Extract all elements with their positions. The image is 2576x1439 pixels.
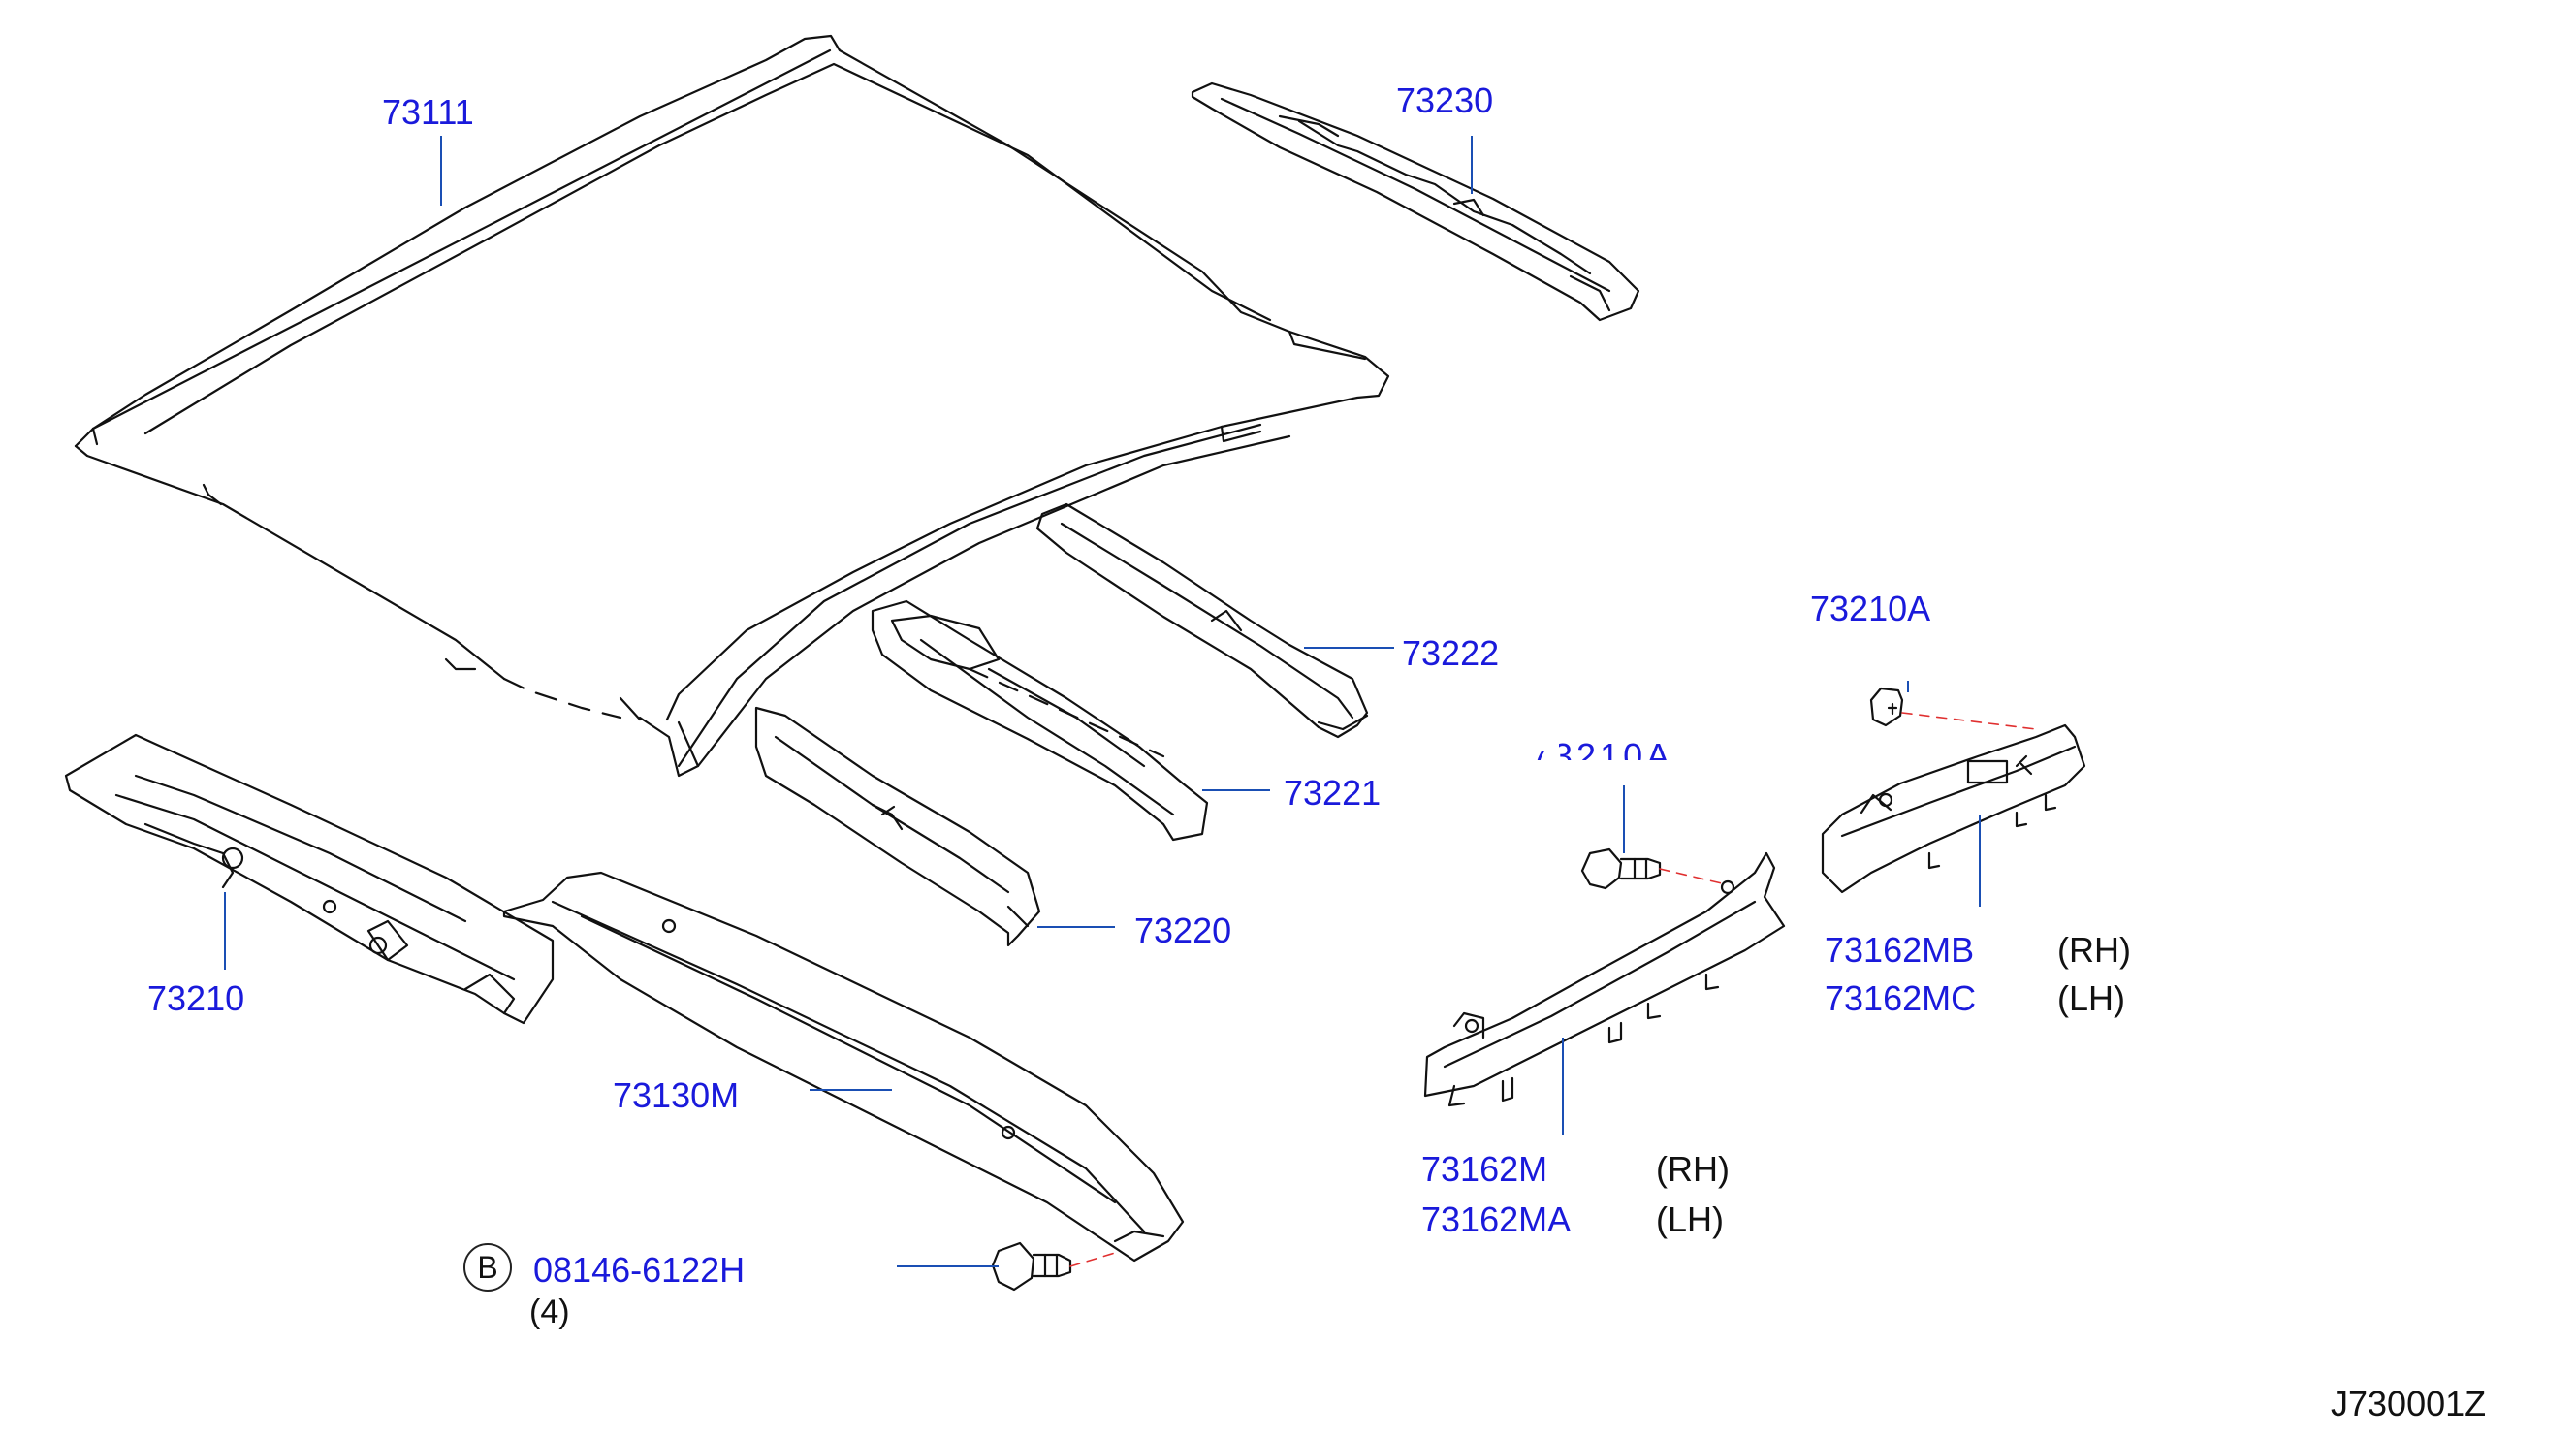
rail-73220-drawing <box>754 706 1041 947</box>
part-label-73230[interactable]: 73230 <box>1396 80 1494 120</box>
leader-lines <box>224 136 1981 1267</box>
label-occlusion-mask <box>1530 735 1559 751</box>
alignment-hint-lines <box>1069 712 2037 1267</box>
rail-73230-drawing <box>1191 81 1640 322</box>
rail-73130m-drawing <box>502 871 1185 1263</box>
clip-73210a-top-drawing <box>1869 687 1904 727</box>
part-label-73221[interactable]: 73221 <box>1284 773 1382 813</box>
part-label-73210[interactable]: 73210 <box>147 978 245 1018</box>
bolt-quantity: (4) <box>529 1294 570 1330</box>
part-label-73162mc[interactable]: 73162MC <box>1825 978 1977 1018</box>
side-label-lh-upper: (LH) <box>2057 978 2125 1018</box>
part-label-73210a-top[interactable]: 73210A <box>1810 589 1931 628</box>
rail-73221-drawing <box>871 599 1209 842</box>
rail-73210-drawing <box>64 733 555 1025</box>
label-occlusion-mask-2 <box>1530 760 1704 774</box>
diagram-code: J730001Z <box>2331 1384 2487 1423</box>
rail-73222-drawing <box>1035 502 1369 739</box>
side-label-rh-upper: (RH) <box>2057 930 2131 970</box>
bolt-type-badge: B <box>463 1243 512 1292</box>
roof-panel-73111-drawing <box>74 34 1390 778</box>
part-label-73162m[interactable]: 73162M <box>1421 1149 1548 1189</box>
side-label-rh-lower: (RH) <box>1656 1149 1730 1189</box>
part-label-73162mb[interactable]: 73162MB <box>1825 930 1975 970</box>
part-label-73222[interactable]: 73222 <box>1402 633 1500 673</box>
side-label-lh-lower: (LH) <box>1656 1199 1724 1239</box>
part-label-73162ma[interactable]: 73162MA <box>1421 1199 1572 1239</box>
bolt-08146-drawing <box>991 1241 1072 1292</box>
part-label-73111[interactable]: 73111 <box>382 92 474 132</box>
part-label-73130m[interactable]: 73130M <box>613 1075 740 1115</box>
part-label-08146-6122h[interactable]: 08146-6122H <box>533 1250 746 1290</box>
part-label-73220[interactable]: 73220 <box>1134 911 1232 950</box>
bracket-73162mb-drawing <box>1821 723 2086 894</box>
bolt-73210a-mid-drawing <box>1580 847 1662 890</box>
bracket-73162m-drawing <box>1423 851 1786 1107</box>
